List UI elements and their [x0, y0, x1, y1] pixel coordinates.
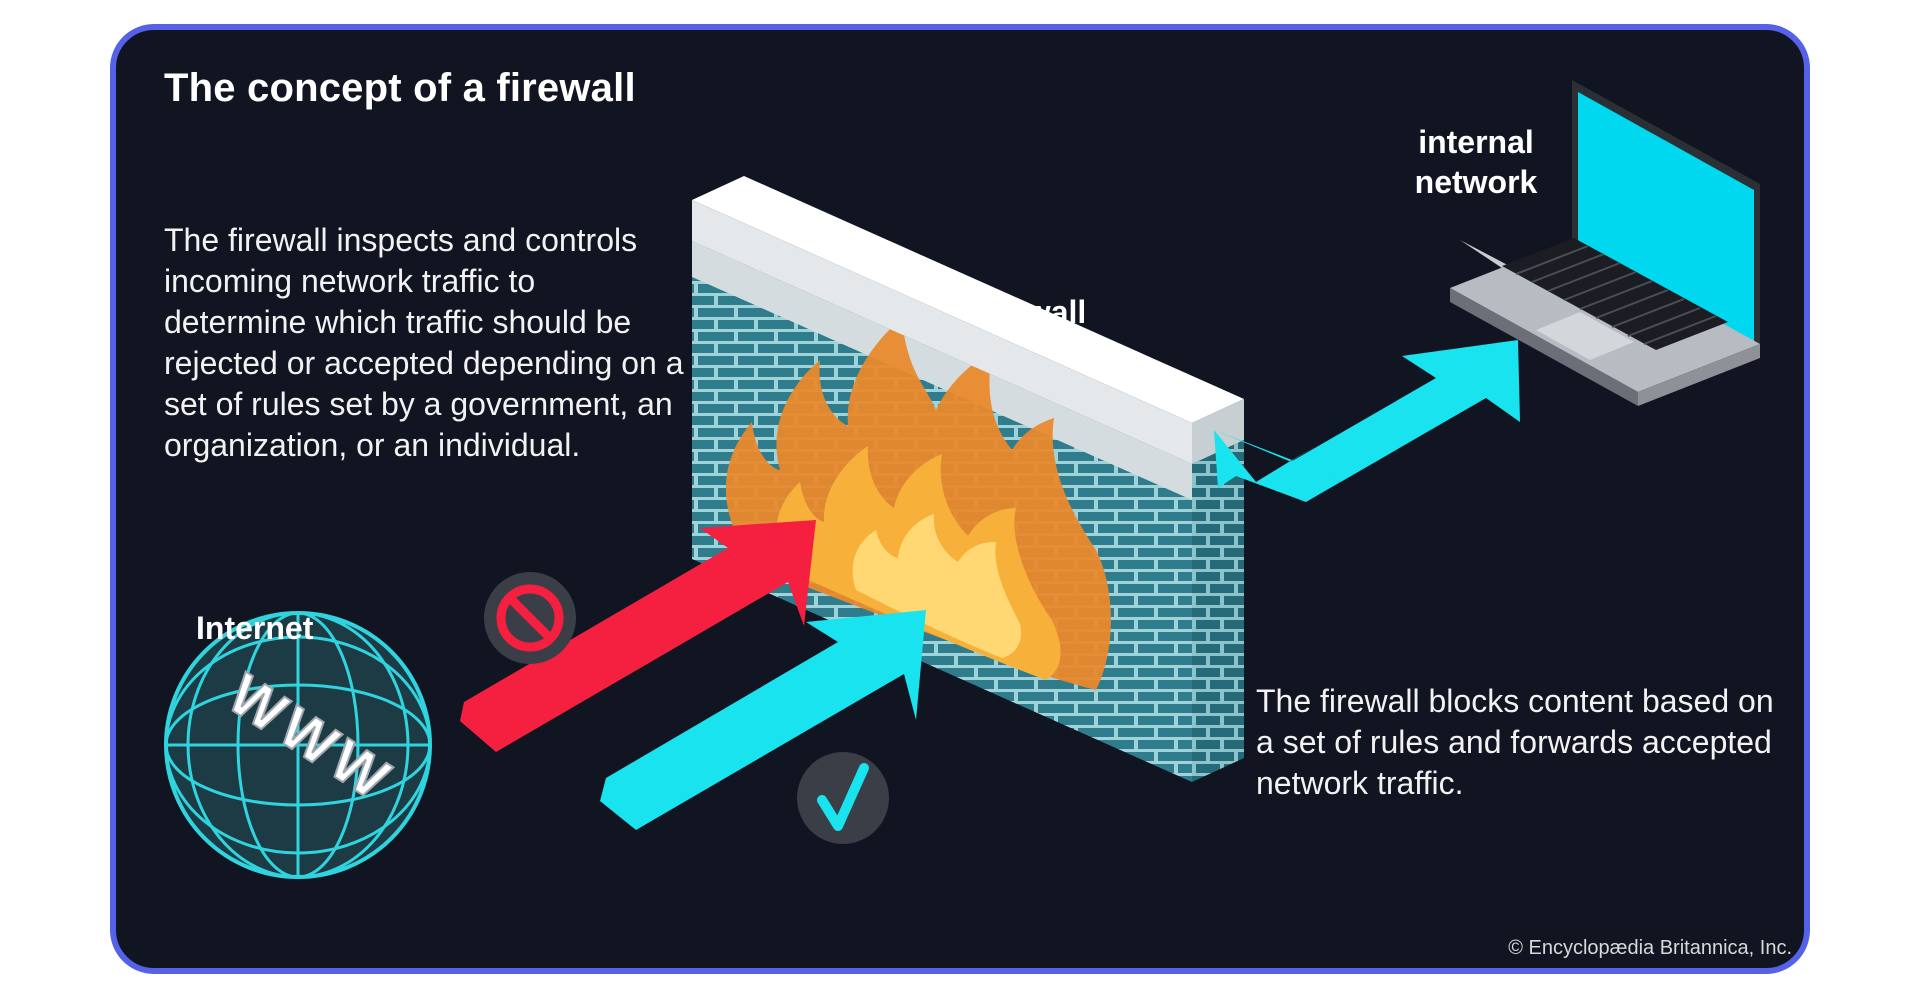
copyright-notice: © Encyclopædia Britannica, Inc. [1508, 937, 1792, 959]
label-firewall: firewall [976, 294, 1087, 330]
check-icon [797, 752, 889, 844]
laptop-icon [1450, 80, 1760, 406]
diagram-title: The concept of a firewall [164, 66, 636, 110]
label-internal-network: internal network [1414, 124, 1538, 200]
accepted-arrow [600, 610, 926, 830]
diagram-frame: The concept of a firewall The firewall i… [110, 24, 1810, 974]
blocked-icon [484, 572, 576, 664]
label-internet: Internet [196, 610, 314, 646]
diagram-illustration: WWW [164, 80, 1760, 879]
description-right: The firewall blocks content based on a s… [1256, 683, 1774, 801]
rejected-arrow [460, 520, 816, 752]
flame-icon [725, 318, 1111, 690]
bidirectional-arrow [1214, 340, 1520, 502]
description-left: The firewall inspects and controls incom… [164, 222, 684, 463]
globe-icon: WWW [164, 611, 432, 879]
